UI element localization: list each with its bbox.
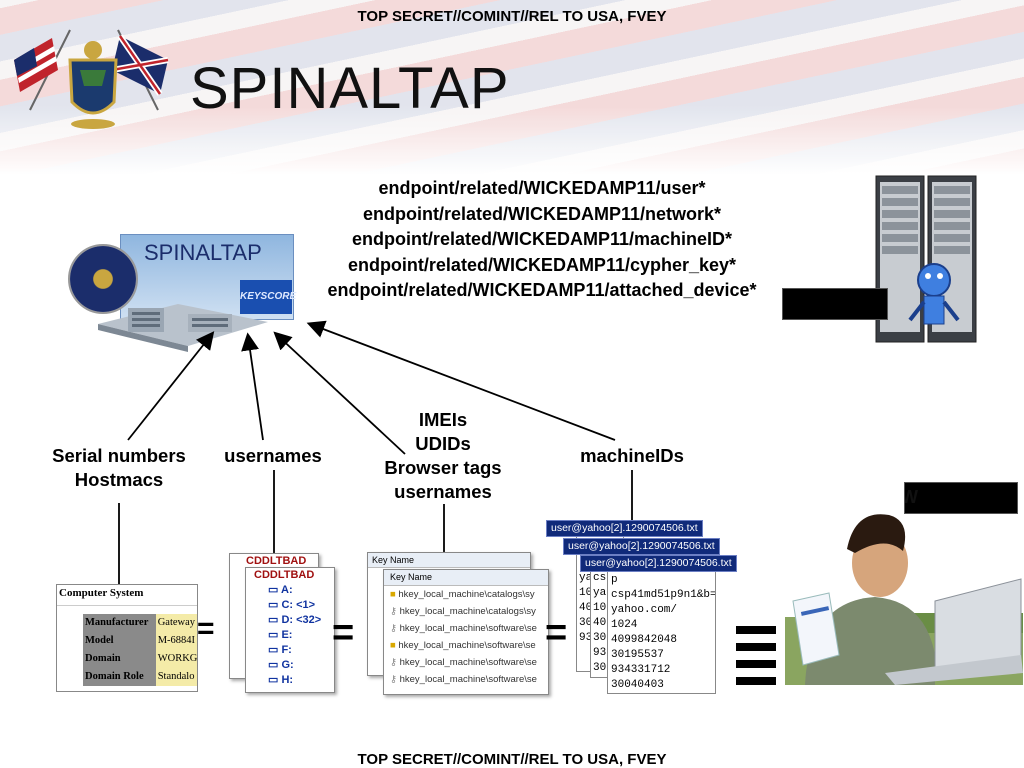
table-row[interactable]: ⚷ hkey_local_machine\software\se	[390, 623, 537, 634]
drive-icon: ▭	[268, 614, 282, 626]
cookie-file-tab[interactable]: user@yahoo[2].1290074506.txt	[546, 520, 703, 537]
us-flag-icon	[14, 38, 58, 92]
key-icon: ⚷	[390, 606, 400, 617]
list-item[interactable]: ▭ H:	[268, 674, 294, 686]
label-usernames: usernames	[224, 445, 322, 466]
uk-flag-icon	[111, 34, 169, 96]
list-item[interactable]: ▭ A:	[268, 584, 293, 596]
crest-shield-icon	[68, 41, 118, 129]
endpoint-list: endpoint/related/WICKEDAMP11/user* endpo…	[300, 176, 784, 304]
cookie-line: 1024	[611, 619, 638, 631]
cookie-line: 4099842048	[611, 634, 678, 646]
registry-front-column-header: Key Name	[384, 570, 548, 586]
drive-tree-front-header: CDDLTBAD	[254, 569, 315, 581]
computer-system-header: Computer System	[57, 585, 197, 606]
page-title: SPINALTAP	[190, 56, 510, 121]
equals-sign: =	[545, 612, 568, 654]
cookie-line: yahoo.com/	[611, 604, 678, 616]
drive-icon: ▭	[268, 584, 282, 596]
cookie-line: 30040403	[611, 679, 664, 691]
endpoint-machineid: endpoint/related/WICKEDAMP11/machineID*	[351, 229, 733, 250]
classification-top: TOP SECRET//COMINT//REL TO USA, FVEY	[357, 8, 667, 25]
logo-label: SPINALTAP	[144, 240, 262, 265]
drive-icon: ▭	[268, 629, 282, 641]
arrow-machineids	[306, 320, 616, 441]
classification-bottom: TOP SECRET//COMINT//REL TO USA, FVEY	[357, 751, 667, 768]
label-machineids: machineIDs	[580, 445, 684, 466]
identity-equals-symbol	[736, 626, 776, 685]
paper-sheet-icon	[792, 592, 840, 666]
label-usernames-2: usernames	[394, 481, 492, 502]
list-item[interactable]: ▭ C: <1>	[268, 599, 316, 611]
flag-banner-background	[0, 0, 1024, 175]
arrow-ids	[273, 331, 406, 455]
table-row[interactable]: ■ hkey_local_machine\catalogs\sy	[390, 589, 535, 600]
cookie-line: 30195537	[611, 649, 664, 661]
table-row[interactable]: ■ hkey_local_machine\software\se	[390, 640, 536, 651]
cookie-line: csp41md51p9n1&b=	[611, 589, 715, 601]
cookie-file-tab[interactable]: user@yahoo[2].1290074506.txt	[563, 538, 720, 555]
drive-tree-back-header: CDDLTBAD	[246, 555, 307, 567]
cookie-file-tab[interactable]: user@yahoo[2].1290074506.txt	[580, 555, 737, 572]
keyscore-badge: KEYSCORE	[240, 280, 296, 314]
table-row[interactable]: ⚷ hkey_local_machine\software\se	[390, 674, 537, 685]
redacted-label: W	[905, 487, 918, 508]
cookie-line: 934331712	[611, 664, 671, 676]
person-with-laptop-image	[785, 505, 1023, 685]
table-row[interactable]: ⚷ hkey_local_machine\catalogs\sy	[390, 606, 536, 617]
cookie-window-front: p csp41md51p9n1&b= yahoo.com/ 1024 40998…	[607, 568, 716, 694]
redaction-box-person: W	[904, 482, 1018, 514]
equals-sign: =	[332, 612, 355, 654]
list-item[interactable]: ▭ D: <32>	[268, 614, 322, 626]
redaction-box-server	[782, 288, 888, 320]
drive-icon: ▭	[268, 644, 282, 656]
arrow-usernames	[241, 332, 264, 441]
person-icon	[805, 514, 935, 685]
label-hostmacs: Hostmacs	[74, 469, 164, 490]
label-serial-group: Serial numbers Hostmacs	[40, 444, 198, 492]
drive-tree-front: CDDLTBAD ▭ A: ▭ C: <1> ▭ D: <32> ▭ E: ▭ …	[245, 567, 335, 693]
flags-crest-logo	[14, 29, 169, 129]
label-ids-group: IMEIs UDIDs Browser tags usernames	[368, 408, 518, 504]
drive-icon: ▭	[268, 659, 282, 671]
label-imeis: IMEIs	[418, 409, 468, 430]
list-item[interactable]: ▭ F:	[268, 644, 292, 656]
label-browser-tags: Browser tags	[384, 457, 502, 478]
folder-icon: ■	[390, 589, 399, 600]
list-item[interactable]: ▭ E:	[268, 629, 293, 641]
equals-sign: =	[197, 612, 215, 645]
arrow-serial	[127, 331, 215, 441]
endpoint-cypher-key: endpoint/related/WICKEDAMP11/cypher_key*	[347, 254, 737, 275]
drive-icon: ▭	[268, 599, 282, 611]
nsa-seal-icon	[68, 244, 138, 314]
key-icon: ⚷	[390, 674, 400, 685]
key-icon: ⚷	[390, 657, 400, 668]
endpoint-attached-device: endpoint/related/WICKEDAMP11/attached_de…	[327, 280, 757, 301]
registry-window-front: Key Name ■ hkey_local_machine\catalogs\s…	[383, 569, 549, 695]
table-row[interactable]: ⚷ hkey_local_machine\software\se	[390, 657, 537, 668]
buildings-icon	[98, 304, 268, 352]
endpoint-user: endpoint/related/WICKEDAMP11/user*	[378, 178, 706, 198]
cookie-line: p	[611, 574, 618, 586]
spinaltap-logo: SPINALTAP KEYSCORE	[68, 232, 296, 352]
registry-back-column-header: Key Name	[368, 553, 530, 568]
label-serial-numbers: Serial numbers	[52, 445, 186, 466]
laptop-icon	[885, 578, 1023, 685]
robot-mascot-icon	[908, 263, 960, 325]
label-udids: UDIDs	[415, 433, 471, 454]
endpoint-network: endpoint/related/WICKEDAMP11/network*	[362, 203, 722, 224]
drive-icon: ▭	[268, 674, 282, 686]
folder-icon: ■	[390, 640, 399, 651]
list-item[interactable]: ▭ G:	[268, 659, 294, 671]
key-icon: ⚷	[390, 623, 400, 634]
server-rack-icon	[875, 175, 977, 343]
